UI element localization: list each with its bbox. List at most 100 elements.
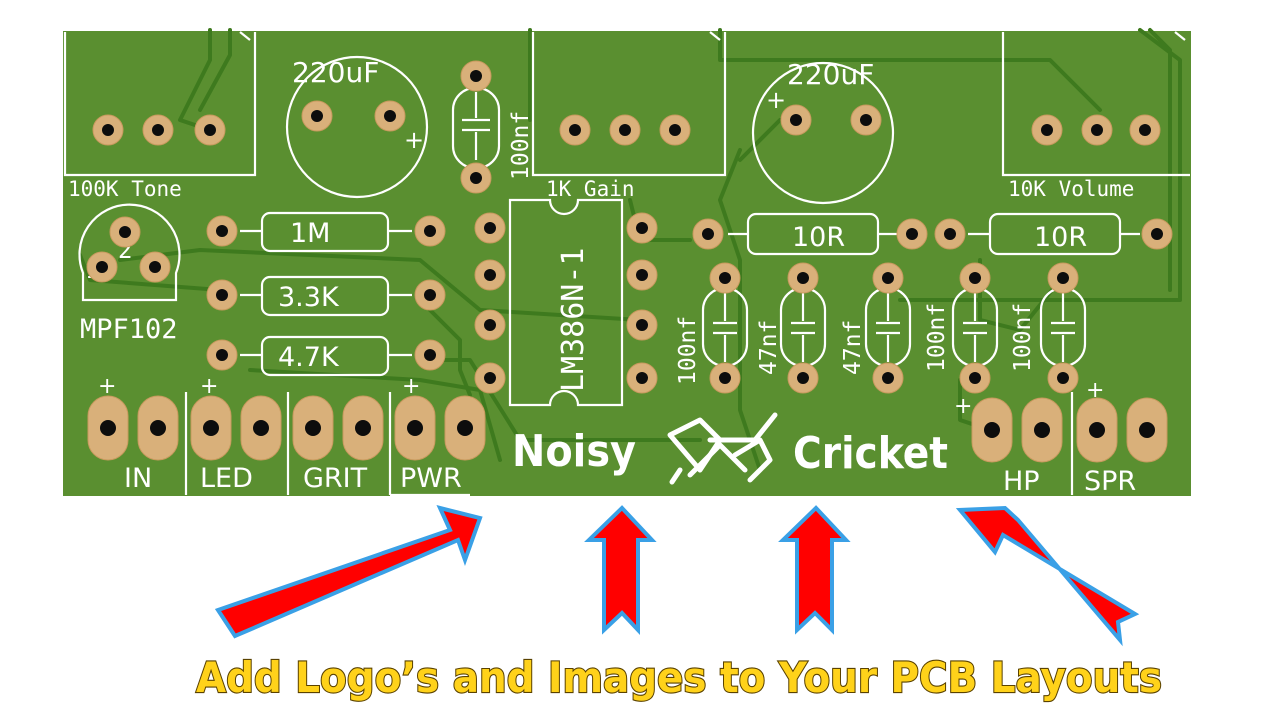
connector-led-label: LED — [200, 463, 253, 494]
pad-hole-6 — [470, 172, 482, 184]
arrow-3 — [778, 505, 851, 635]
cap-row-5: 100nf — [1010, 286, 1087, 372]
connector-spr-label: SPR — [1084, 466, 1136, 497]
pad-hole-37 — [719, 372, 731, 384]
pot-tone-label: 100K Tone — [68, 177, 182, 201]
pad-hole-20 — [216, 289, 228, 301]
pad-hole-26 — [484, 319, 496, 331]
pad-hole-27 — [484, 372, 496, 384]
pad-hole-35 — [1151, 228, 1163, 240]
arrow-1 — [214, 505, 483, 639]
pot-gain-label: 1K Gain — [546, 177, 635, 201]
pad-hole-22 — [216, 349, 228, 361]
cap-row-1-label: 100nf — [675, 316, 701, 385]
resistor-4k7: 4.7K — [240, 335, 412, 377]
resistor-4k7-label: 4.7K — [278, 342, 340, 373]
connector-grit-label: GRIT — [303, 463, 368, 494]
pad-hole-11 — [860, 114, 872, 126]
copper-traces — [78, 28, 1182, 472]
pad-hole-8 — [619, 124, 631, 136]
cap-top: 100nf — [451, 86, 534, 180]
pad-hole-3 — [311, 110, 323, 122]
arrow-2 — [584, 505, 657, 636]
pad-hole-43 — [969, 372, 981, 384]
pad-hole-45 — [1057, 372, 1069, 384]
arrows — [214, 505, 1140, 647]
electrolytic-cap-1-value: 220uF — [292, 56, 379, 89]
pad-hole-39 — [797, 372, 809, 384]
pad-hole-4 — [384, 110, 396, 122]
resistor-10r-2: 10R — [968, 212, 1140, 256]
plus-in: + — [98, 374, 116, 399]
resistor-3k3-label: 3.3K — [278, 282, 340, 313]
cap-top-label: 100nf — [508, 111, 534, 180]
pad-hole-17 — [149, 261, 161, 273]
pad-hole-25 — [484, 269, 496, 281]
arrow-4 — [955, 505, 1140, 647]
resistor-3k3: 3.3K — [240, 275, 412, 317]
resistor-1m: 1M — [240, 211, 412, 253]
cap-row-4-label: 100nf — [924, 303, 950, 372]
cap-row: 100nf 47nf 47nf 100nf — [675, 286, 1087, 385]
pad-hole-15 — [119, 226, 131, 238]
noisy-cricket-logo: Noisy Cricket — [512, 412, 948, 485]
resistor-10r-2-label: 10R — [1034, 222, 1087, 253]
electrolytic-cap-1: 220uF + — [285, 55, 429, 199]
pot-volume: 10K Volume — [1001, 31, 1190, 201]
pad-hole-24 — [484, 222, 496, 234]
pad-hole-29 — [636, 269, 648, 281]
pot-gain: 1K Gain — [531, 31, 727, 201]
connector-pads — [87, 395, 1168, 463]
pad-hole-23 — [424, 349, 436, 361]
ic-label: LM386N-1 — [556, 248, 591, 393]
pad-hole-16 — [96, 261, 108, 273]
resistor-10r-1: 10R — [728, 212, 898, 256]
pad-hole-12 — [1041, 124, 1053, 136]
pad-hole-13 — [1091, 124, 1103, 136]
pot-volume-label: 10K Volume — [1008, 177, 1134, 201]
connector-labels: IN LED GRIT PWR HP SPR + + + + + — [98, 374, 1136, 497]
connector-pwr-label: PWR — [400, 463, 462, 494]
pad-hole-44 — [1057, 272, 1069, 284]
pad-hole-42 — [969, 272, 981, 284]
pad-hole-5 — [470, 70, 482, 82]
plus-led: + — [200, 374, 218, 399]
pad-hole-31 — [636, 372, 648, 384]
pad-hole-36 — [719, 272, 731, 284]
pad-hole-21 — [424, 289, 436, 301]
pad-hole-7 — [569, 124, 581, 136]
electrolytic-cap-2: 220uF + — [751, 58, 895, 205]
pad-hole-0 — [102, 124, 114, 136]
caption: Add Logo’s and Images to Your PCB Layout… — [196, 653, 1162, 702]
pad-hole-14 — [1139, 124, 1151, 136]
plus-pwr: + — [402, 374, 420, 399]
electrolytic-cap-2-plus: + — [766, 86, 786, 114]
pad-hole-18 — [216, 225, 228, 237]
pad-hole-33 — [906, 228, 918, 240]
pad-hole-40 — [882, 272, 894, 284]
cap-row-5-label: 100nf — [1010, 303, 1036, 372]
pad-hole-28 — [636, 222, 648, 234]
pad-hole-32 — [702, 228, 714, 240]
pad-hole-41 — [882, 372, 894, 384]
ic-lm386: LM386N-1 — [508, 198, 624, 407]
component-pads — [86, 60, 1173, 394]
electrolytic-cap-1-plus: + — [404, 126, 424, 154]
plus-spr: + — [1086, 378, 1104, 403]
electrolytic-cap-2-value: 220uF — [787, 58, 874, 91]
connector-hp-label: HP — [1003, 466, 1040, 497]
pad-hole-9 — [669, 124, 681, 136]
connector-dividers — [184, 392, 1074, 497]
cap-row-3: 47nf — [840, 286, 912, 375]
pad-hole-38 — [797, 272, 809, 284]
cricket-icon — [667, 412, 778, 485]
resistor-10r-1-label: 10R — [792, 222, 845, 253]
plus-hp: + — [954, 394, 972, 419]
connector-in-label: IN — [124, 463, 152, 494]
pad-hole-34 — [944, 228, 956, 240]
cap-row-3-label: 47nf — [840, 320, 866, 375]
pad-hole-1 — [152, 124, 164, 136]
logo-right-word: Cricket — [793, 428, 948, 479]
pad-hole-19 — [424, 225, 436, 237]
